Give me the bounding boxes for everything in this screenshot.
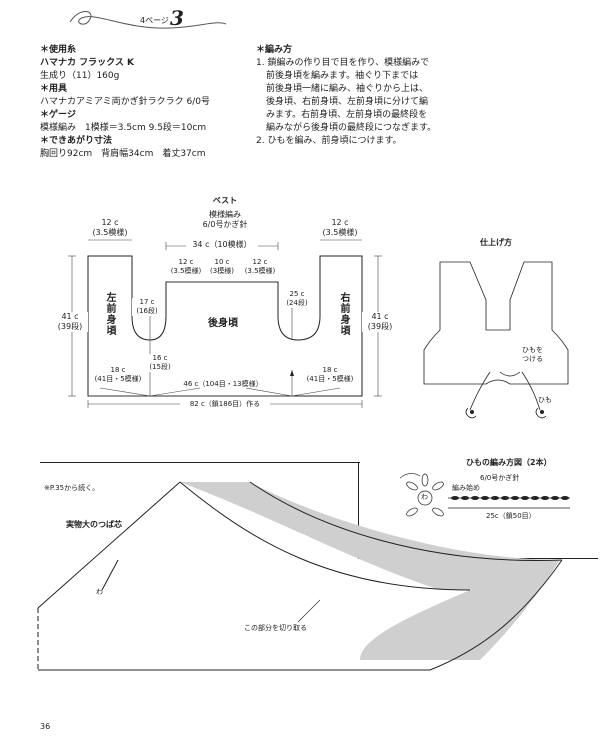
back-inner-left-motifs: (3.5模様) <box>170 267 202 275</box>
left-shoulder-cm: 12 c <box>101 218 119 227</box>
left-height-rows: (39段) <box>52 322 88 332</box>
back-bottom: 46 c（104目・13模様） <box>183 380 263 388</box>
divider-horizontal <box>40 462 360 463</box>
vest-subtitle1: 模様編み <box>209 210 241 219</box>
gauge-title: ＊ゲージ <box>40 110 76 120</box>
instructions-step1-line1: 1. 鎖編みの作り目で目を作り、模様編みで <box>256 58 430 68</box>
armhole-right-rows: (24段) <box>282 299 312 308</box>
left-front-label: 左前身頃 <box>104 292 115 336</box>
back-inner-mid-cm: 10 c <box>214 258 230 266</box>
vest-title: ベスト <box>212 196 238 205</box>
page-number: 3 <box>170 6 184 30</box>
right-shoulder-motifs: (3.5模様) <box>322 228 358 237</box>
tie-pattern-hook: 6/0号かぎ針 <box>480 474 520 482</box>
header-swirl-decoration <box>69 11 227 29</box>
instructions-title: ＊編み方 <box>256 45 293 55</box>
instructions-block: ＊編み方 1. 鎖編みの作り目で目を作り、模様編みで 前後身頃を編みます。袖ぐり… <box>256 44 466 148</box>
divider-vertical <box>358 462 359 558</box>
finish-title: 仕上げ方 <box>480 238 512 247</box>
armhole-left-cm: 17 c <box>132 298 162 307</box>
right-bottom-motifs: (41目・5模様) <box>306 375 354 383</box>
right-bottom-cm: 18 c <box>322 366 338 374</box>
size-detail: 胸回り92cm 背肩幅34cm 着丈37cm <box>40 149 206 159</box>
left-shoulder-motifs: (3.5模様) <box>92 228 128 237</box>
brim-note: ※P.35から続く。 <box>44 484 100 492</box>
tie-label1: ひもを <box>522 346 543 354</box>
under-arm-rows: (15段) <box>145 363 175 372</box>
yarn-detail: 生成り（11）160g <box>40 71 120 81</box>
instructions-step1-line3: 前後身頃一緒に編み、袖ぐりから上は、 <box>266 84 429 94</box>
brim-title: 実物大のつば芯 <box>66 520 122 529</box>
right-shoulder-cm: 12 c <box>331 218 349 227</box>
tie-pattern-length: 25c（鎖50目） <box>486 512 536 520</box>
brim-wa: わ <box>96 588 103 596</box>
back-inner-left-cm: 12 c <box>178 258 194 266</box>
left-height-cm: 41 c <box>52 312 88 322</box>
back-width: 34 c（10模様） <box>186 240 258 250</box>
tools-detail: ハマナカアミアミ両かぎ針ラクラク 6/0号 <box>40 97 210 107</box>
back-inner-right-motifs: (3.5模様) <box>244 267 276 275</box>
instructions-step1-line5: みます。右前身頃、左前身頃の最終段を <box>266 110 428 120</box>
instructions-step1-line6: 編みながら後身頃の最終段につなぎます。 <box>266 123 437 133</box>
tie-pattern-title: ひもの編み方図（2本） <box>466 458 552 467</box>
footer-page-number: 36 <box>40 722 51 731</box>
armhole-left-rows: (16段) <box>132 307 162 316</box>
tie-pattern-start: 編み始め <box>452 484 480 492</box>
instructions-step2: 2. ひもを編み、前身頃につけます。 <box>256 136 402 146</box>
size-title: ＊できあがり寸法 <box>40 136 113 146</box>
total-bottom: 82 c（鎖186目）作る <box>180 400 270 409</box>
back-label: 後身頃 <box>208 318 238 329</box>
instructions-step1-line4: 後身頃、右前身頃、左前身頃に分けて編 <box>266 97 429 107</box>
left-bottom-cm: 18 c <box>110 366 126 374</box>
yarn-title: ＊使用糸 <box>40 45 77 55</box>
gauge-detail: 模様編み 1模様＝3.5cm 9.5段＝10cm <box>40 123 207 133</box>
right-height-rows: (39段) <box>362 322 398 332</box>
right-height-cm: 41 c <box>362 312 398 322</box>
page-label: 4ページ <box>140 16 169 25</box>
materials-block: ＊使用糸 ハマナカ フラックス K 生成り（11）160g ＊用具 ハマナカアミ… <box>40 44 240 161</box>
under-arm-cm: 16 c <box>145 354 175 363</box>
tie-label3: ひも <box>538 396 552 404</box>
instructions-step1-line2: 前後身頃を編みます。袖ぐり下までは <box>266 71 419 81</box>
back-inner-right-cm: 12 c <box>252 258 268 266</box>
tie-pattern-wa: わ <box>421 493 428 501</box>
tie-label2: つける <box>522 355 543 363</box>
right-front-label: 右前身頃 <box>338 292 349 336</box>
yarn-name: ハマナカ フラックス K <box>40 58 134 68</box>
back-inner-mid-motifs: (3模様) <box>210 267 234 275</box>
armhole-right-cm: 25 c <box>282 290 312 299</box>
tools-title: ＊用具 <box>40 84 68 94</box>
brim-cut-note: この部分を切り取る <box>244 624 307 632</box>
left-bottom-motifs: (41目・5模様) <box>94 375 142 383</box>
vest-subtitle2: 6/0号かぎ針 <box>202 220 248 229</box>
